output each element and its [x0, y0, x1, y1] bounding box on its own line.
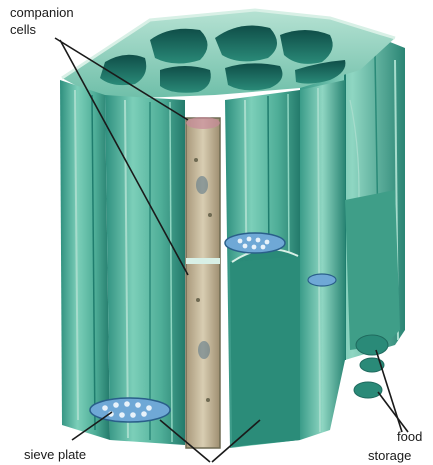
- food-storage-cells: [345, 190, 400, 398]
- label-companion-cells-line2: cells: [10, 23, 36, 37]
- label-food-storage-line2: storage: [368, 449, 411, 463]
- leader-line-food-1: [378, 392, 408, 432]
- label-companion-cells-line1: companion: [10, 6, 74, 20]
- companion-cell: [186, 117, 220, 448]
- label-sieve-plate: sieve plate: [24, 448, 86, 462]
- label-food-storage-line1: food: [397, 430, 422, 444]
